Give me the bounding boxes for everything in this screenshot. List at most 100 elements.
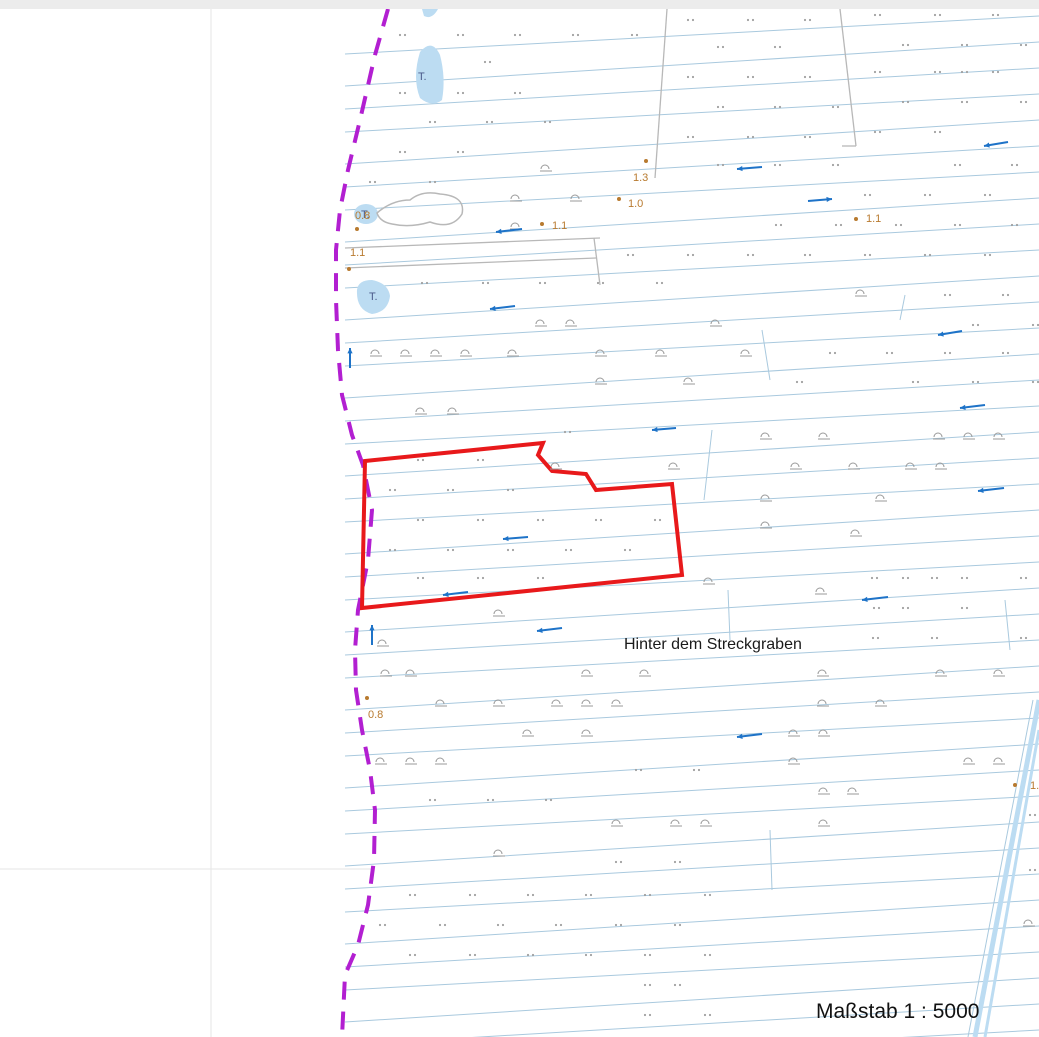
district-boundary xyxy=(334,8,390,1037)
parcel-line xyxy=(344,665,1039,711)
pasture-dot-icon xyxy=(870,576,874,580)
pasture-dot-icon xyxy=(708,893,712,897)
pasture-dot-icon xyxy=(544,798,548,802)
pasture-dot-icon xyxy=(513,91,517,95)
depth-label: 0.8 xyxy=(368,709,383,721)
pasture-dot-icon xyxy=(831,163,835,167)
pasture-dot-icon xyxy=(938,13,942,17)
grassland-symbol-icon xyxy=(550,462,560,468)
pasture-dot-icon xyxy=(863,193,867,197)
pasture-dot-icon xyxy=(486,798,490,802)
drainage-arrow-icon xyxy=(503,535,509,542)
pasture-dot-icon xyxy=(388,548,392,552)
grassland-symbol-icon xyxy=(818,787,828,793)
pasture-dot-icon xyxy=(691,18,695,22)
grassland-symbol-icon xyxy=(993,669,1003,675)
pasture-dot-icon xyxy=(596,281,600,285)
pasture-dot-icon xyxy=(485,120,489,124)
pasture-dot-icon xyxy=(660,281,664,285)
pasture-dot-icon xyxy=(1024,576,1028,580)
pasture-dot-icon xyxy=(416,518,420,522)
pasture-dot-icon xyxy=(746,253,750,257)
pasture-dot-icon xyxy=(461,150,465,154)
ditch-line xyxy=(727,589,731,641)
pasture-dot-icon xyxy=(828,351,832,355)
drainage-arrow-icon xyxy=(862,596,868,602)
pasture-dot-icon xyxy=(836,163,840,167)
pasture-dot-icon xyxy=(901,606,905,610)
pasture-dot-icon xyxy=(451,548,455,552)
grassland-symbol-icon xyxy=(760,494,770,500)
pasture-dot-icon xyxy=(800,380,804,384)
pasture-dot-icon xyxy=(1024,636,1028,640)
pasture-dot-icon xyxy=(960,70,964,74)
pasture-dot-icon xyxy=(568,430,572,434)
pasture-dot-icon xyxy=(456,91,460,95)
pasture-dot-icon xyxy=(916,380,920,384)
parcel-line xyxy=(344,67,1039,110)
pasture-dot-icon xyxy=(456,150,460,154)
parcel-line xyxy=(344,405,1039,445)
pasture-dot-icon xyxy=(930,576,934,580)
grassland-symbol-icon xyxy=(493,609,503,615)
pasture-dot-icon xyxy=(428,120,432,124)
ditch-line xyxy=(769,829,773,891)
pasture-dot-icon xyxy=(461,33,465,37)
grassland-symbol-icon xyxy=(400,349,410,355)
grassland-symbol-icon xyxy=(993,432,1003,438)
parcel-line xyxy=(344,301,1039,344)
grassland-symbol-icon xyxy=(540,164,550,170)
pasture-dot-icon xyxy=(991,13,995,17)
pasture-dot-icon xyxy=(589,953,593,957)
drainage-arrow-icon xyxy=(737,165,743,172)
pasture-dot-icon xyxy=(481,458,485,462)
pasture-dot-icon xyxy=(721,45,725,49)
depth-point-icon xyxy=(347,267,351,271)
parcel-line xyxy=(344,223,1039,266)
pasture-dot-icon xyxy=(413,953,417,957)
pasture-dot-icon xyxy=(473,893,477,897)
pasture-dot-icon xyxy=(628,548,632,552)
pasture-dot-icon xyxy=(901,100,905,104)
grassland-symbol-icon xyxy=(740,349,750,355)
pasture-dot-icon xyxy=(490,120,494,124)
pasture-dot-icon xyxy=(803,18,807,22)
pasture-dot-icon xyxy=(648,983,652,987)
grassland-symbol-icon xyxy=(905,462,915,468)
parcel-line xyxy=(344,743,1039,789)
grassland-symbol-icon xyxy=(1023,919,1033,925)
pasture-dot-icon xyxy=(703,953,707,957)
pasture-dot-icon xyxy=(543,281,547,285)
parcel-line xyxy=(344,639,1039,679)
depth-point-icon xyxy=(365,696,369,700)
pasture-dot-icon xyxy=(1019,636,1023,640)
parcel-line xyxy=(344,15,1039,55)
pasture-dot-icon xyxy=(773,45,777,49)
pasture-dot-icon xyxy=(1033,813,1037,817)
pasture-dot-icon xyxy=(1033,868,1037,872)
depth-point-icon xyxy=(355,227,359,231)
pasture-dot-icon xyxy=(901,43,905,47)
pasture-dot-icon xyxy=(476,518,480,522)
drainage-arrow-icon xyxy=(960,404,966,410)
pasture-dot-icon xyxy=(965,70,969,74)
pasture-dot-icon xyxy=(421,518,425,522)
pasture-dot-icon xyxy=(808,75,812,79)
pasture-dot-icon xyxy=(526,953,530,957)
pasture-dot-icon xyxy=(563,430,567,434)
grassland-symbol-icon xyxy=(595,349,605,355)
pasture-dot-icon xyxy=(686,75,690,79)
depth-labels: 1.3 1.0 0.8 1.1 1.1 1.1 0.8 1. xyxy=(350,172,1039,792)
pasture-dot-icon xyxy=(416,576,420,580)
parcel-line xyxy=(344,795,1039,835)
pasture-dot-icon xyxy=(673,983,677,987)
parcel-boundary[interactable] xyxy=(359,440,685,611)
pasture-dot-icon xyxy=(1001,351,1005,355)
pasture-dot-icon xyxy=(876,636,880,640)
grassland-symbol-icon xyxy=(855,289,865,295)
parcel-line xyxy=(344,249,1039,289)
top-strip xyxy=(0,0,1039,9)
pasture-dot-icon xyxy=(808,253,812,257)
